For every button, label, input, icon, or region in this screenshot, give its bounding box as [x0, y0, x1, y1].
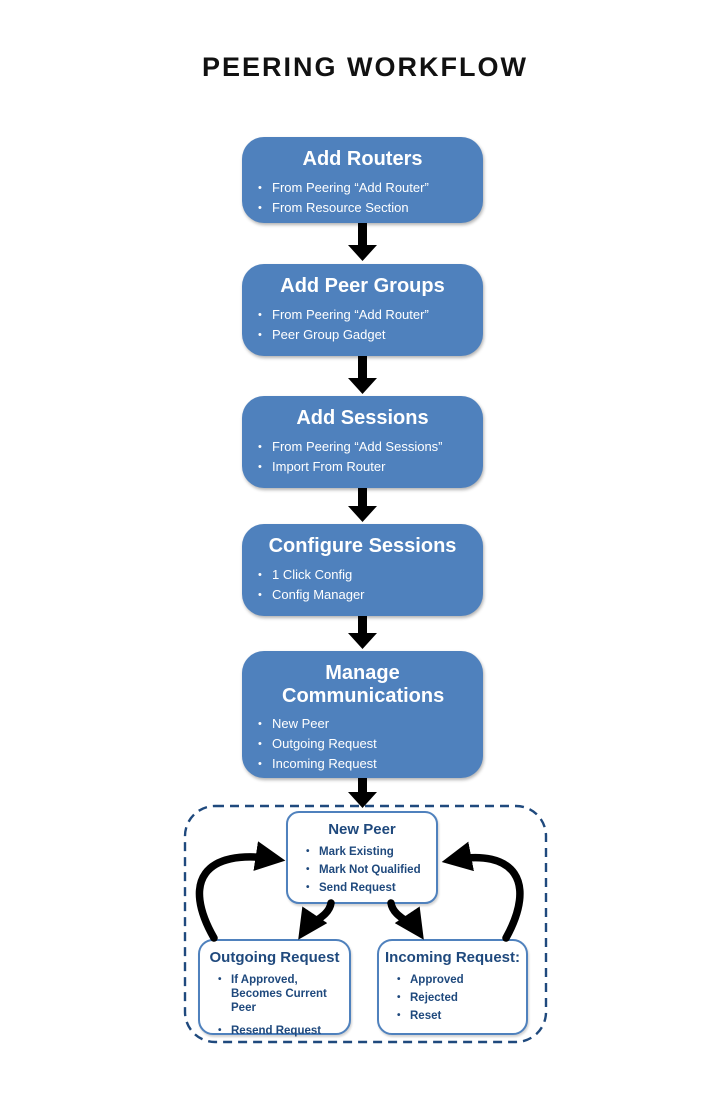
down-arrow: [348, 488, 377, 522]
flow-box-bullet-list: From Peering “Add Router” Peer Group Gad…: [242, 305, 483, 345]
bullet-item: Mark Not Qualified: [306, 863, 430, 877]
sub-box-title: Incoming Request:: [384, 949, 520, 966]
flow-box-manage-communications: Manage Communications New Peer Outgoing …: [242, 651, 483, 778]
sub-box-new-peer: New Peer Mark Existing Mark Not Qualifie…: [286, 811, 438, 904]
curved-arrow-new-peer-to-outgoing: [298, 899, 335, 940]
bullet-item: Approved: [397, 973, 520, 987]
down-arrow: [348, 356, 377, 394]
flow-box-add-routers: Add Routers From Peering “Add Router” Fr…: [242, 137, 483, 223]
sub-box-outgoing-request: Outgoing Request If Approved, Becomes Cu…: [198, 939, 351, 1038]
bullet-item: 1 Click Config: [258, 565, 475, 585]
bullet-item: From Peering “Add Router”: [258, 305, 475, 325]
bullet-item: Incoming Request: [258, 754, 475, 774]
flow-box-bullet-list: New Peer Outgoing Request Incoming Reque…: [242, 714, 483, 774]
page-title: PEERING WORKFLOW: [202, 52, 528, 82]
sub-box-incoming-request: Incoming Request: Approved Rejected Rese…: [377, 939, 528, 1035]
bullet-item: Reset: [397, 1009, 520, 1023]
down-arrow: [348, 778, 377, 808]
bullet-item: New Peer: [258, 714, 475, 734]
sub-box-bullet-list: Approved Rejected Reset: [379, 973, 526, 1023]
curved-arrow-incoming-to-new-peer: [441, 841, 524, 942]
bullet-item: Outgoing Request: [258, 734, 475, 754]
sub-box-bullet-list: Mark Existing Mark Not Qualified Send Re…: [288, 845, 436, 895]
flow-box-add-peer-groups: Add Peer Groups From Peering “Add Router…: [242, 264, 483, 356]
bullet-item: From Peering “Add Sessions”: [258, 437, 475, 457]
flow-box-title: Add Routers: [302, 148, 423, 170]
bullet-item: Import From Router: [258, 457, 475, 477]
curved-arrow-outgoing-to-new-peer: [195, 841, 286, 942]
flow-box-title: Add Sessions: [296, 407, 429, 429]
bullet-item: Send Request: [306, 881, 430, 895]
sub-box-bullet-list: If Approved, Becomes Current Peer Resend…: [200, 973, 349, 1038]
flow-box-bullet-list: From Peering “Add Router” From Resource …: [242, 178, 483, 218]
bullet-item: From Peering “Add Router”: [258, 178, 475, 198]
flow-box-title: Add Peer Groups: [280, 275, 445, 297]
down-arrow: [348, 616, 377, 649]
flow-box-configure-sessions: Configure Sessions 1 Click Config Config…: [242, 524, 483, 616]
bullet-item: Rejected: [397, 991, 520, 1005]
flow-box-title: Configure Sessions: [268, 535, 457, 557]
bullet-item: From Resource Section: [258, 198, 475, 218]
sub-box-title: Outgoing Request: [209, 949, 340, 966]
sub-box-title: New Peer: [328, 821, 396, 838]
bullet-item: Resend Request: [218, 1024, 343, 1038]
curved-arrow-new-peer-to-incoming: [387, 899, 424, 940]
flow-box-add-sessions: Add Sessions From Peering “Add Sessions”…: [242, 396, 483, 488]
bullet-item: Config Manager: [258, 585, 475, 605]
bullet-item: Peer Group Gadget: [258, 325, 475, 345]
down-arrow: [348, 223, 377, 261]
flow-box-title: Manage Communications: [282, 662, 445, 707]
bullet-item: Mark Existing: [306, 845, 430, 859]
flow-box-bullet-list: 1 Click Config Config Manager: [242, 565, 483, 605]
flow-box-bullet-list: From Peering “Add Sessions” Import From …: [242, 437, 483, 477]
bullet-item: If Approved, Becomes Current Peer: [218, 973, 343, 1015]
